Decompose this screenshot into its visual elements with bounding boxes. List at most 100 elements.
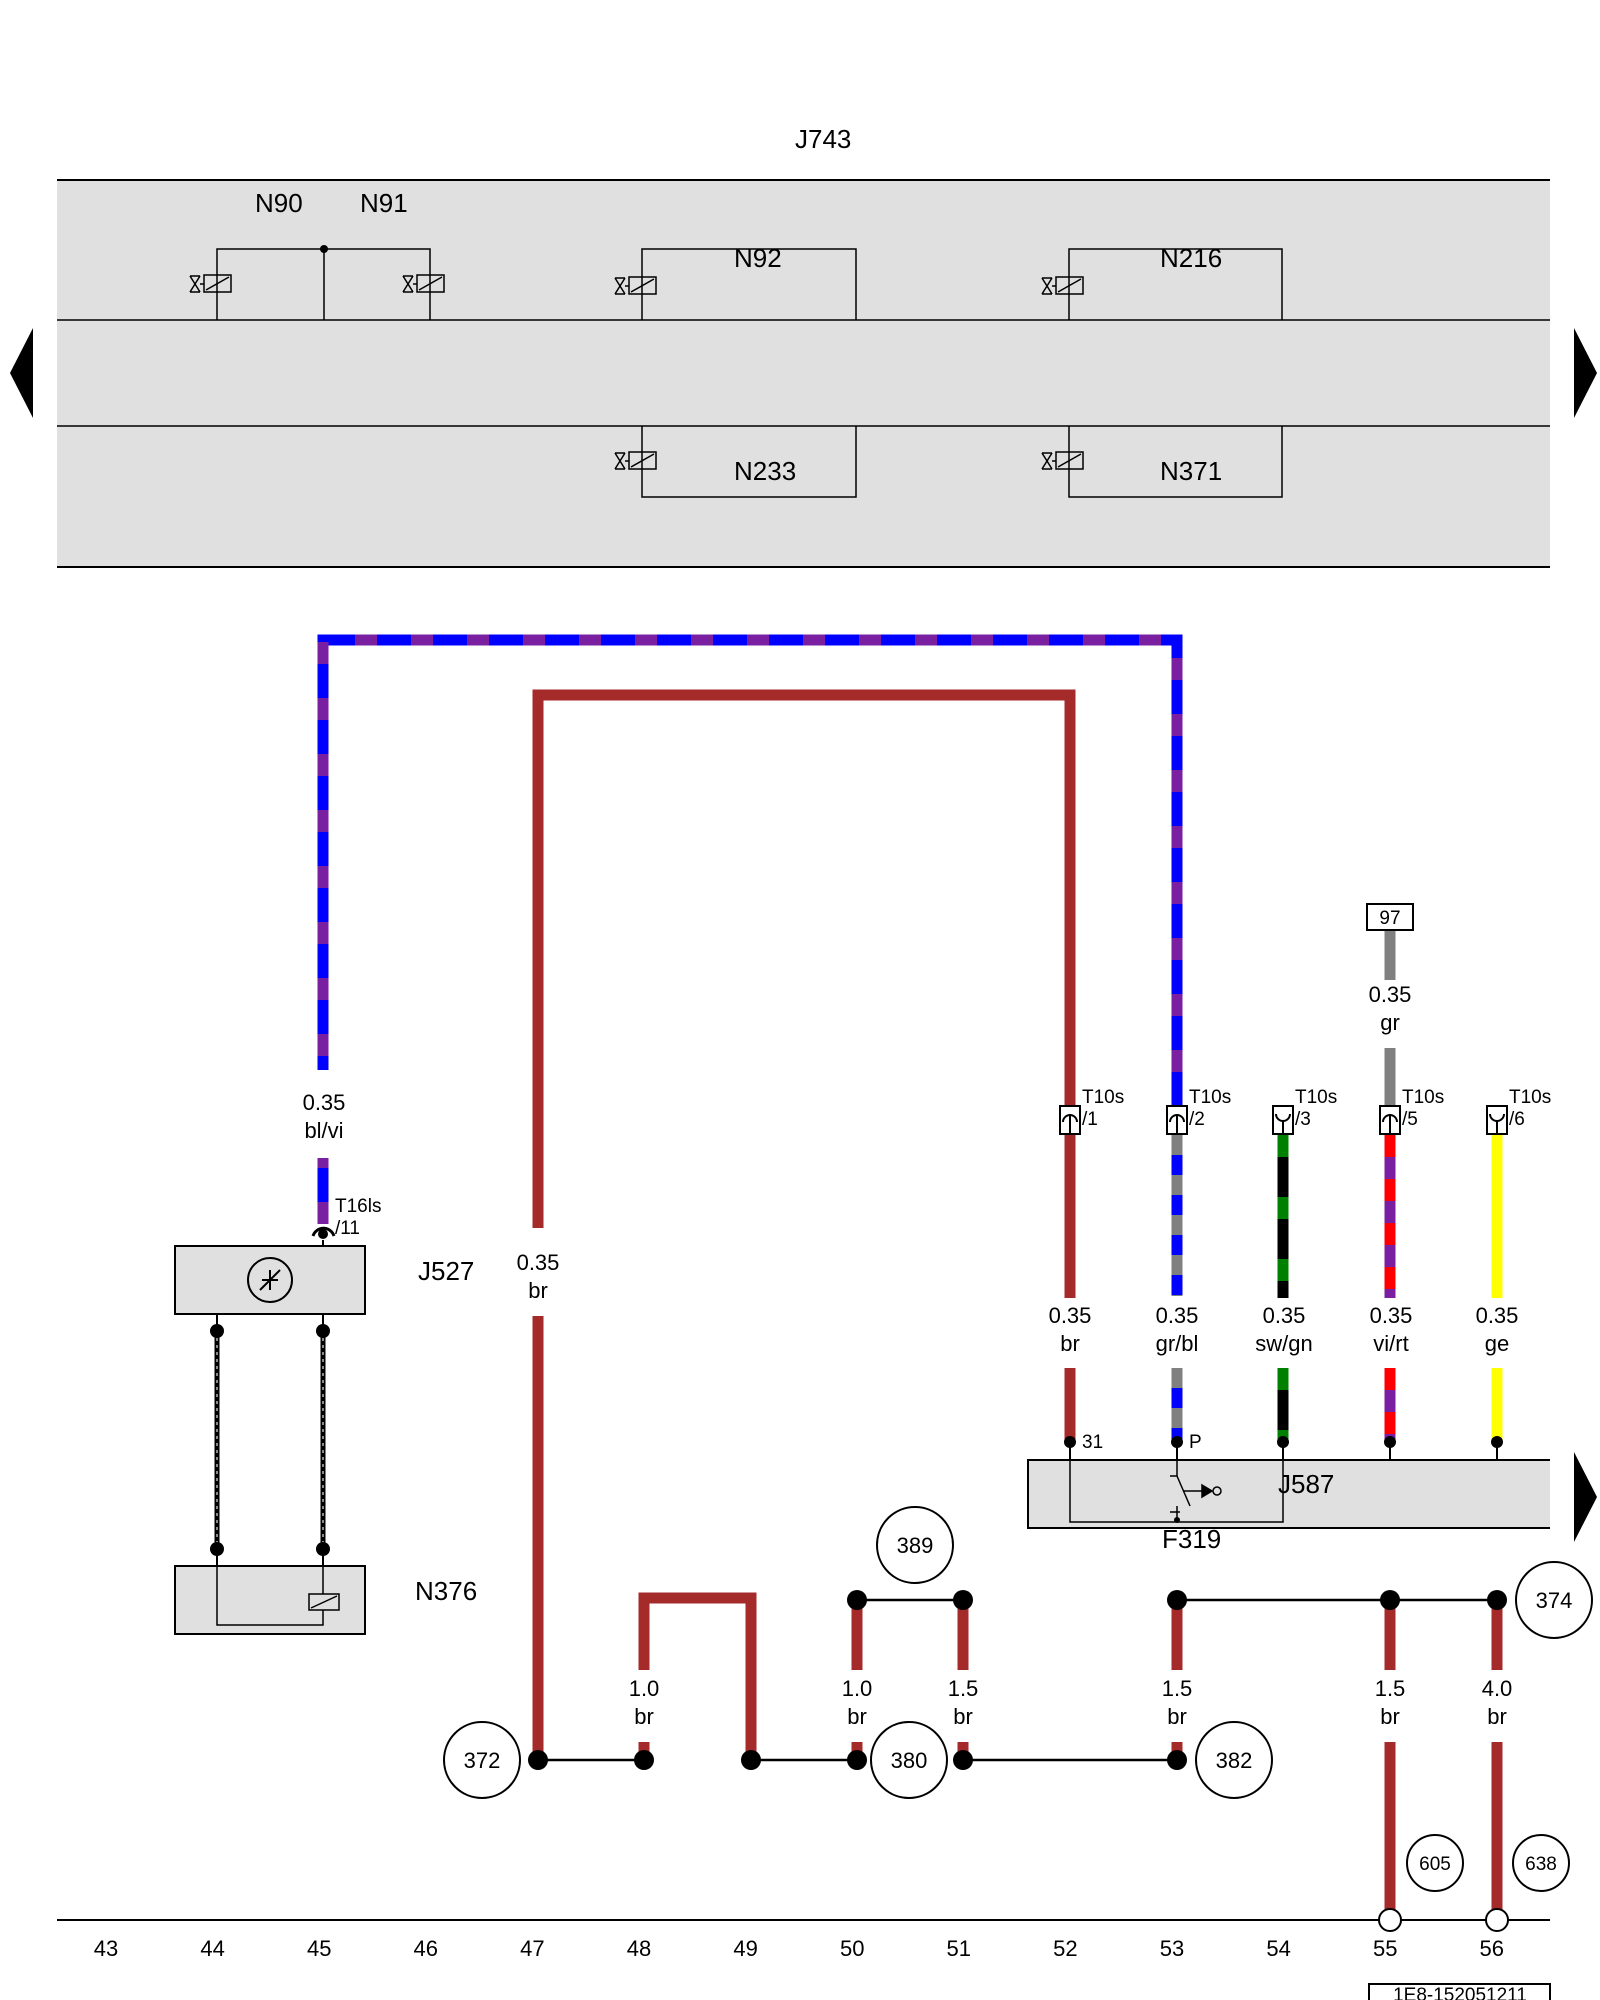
- wire-size-label: 1.0: [842, 1676, 873, 1701]
- bus-lines: [538, 1598, 1497, 1762]
- track-number: 44: [200, 1936, 224, 1961]
- junction-dot: [1174, 1517, 1180, 1523]
- reference-label-374: 374: [1536, 1588, 1573, 1613]
- wire-color-label: br: [847, 1704, 867, 1729]
- valve-circuit-n92: [641, 248, 857, 320]
- doc-code-frame: [1368, 1983, 1551, 2000]
- connector-t10-5: [1379, 1105, 1401, 1135]
- connector-pin-t10: /1: [1082, 1109, 1098, 1130]
- wire-size-label: 1.5: [948, 1676, 979, 1701]
- module-label-j743: J743: [795, 124, 851, 154]
- solenoid-valve-icon: [614, 276, 657, 295]
- junction-dot: [320, 245, 328, 253]
- track-number: 47: [520, 1936, 544, 1961]
- connector-label-t16: T16ls: [335, 1196, 381, 1217]
- track-number: 52: [1053, 1936, 1077, 1961]
- j587-pin-dots: [1064, 1436, 1503, 1448]
- wire-size-label: 0.35: [1156, 1303, 1199, 1328]
- wire-color-label: bl/vi: [304, 1118, 343, 1143]
- component-label-f319: F319: [1162, 1524, 1221, 1554]
- reference-label-382: 382: [1216, 1748, 1253, 1773]
- solenoid-valve-icon: [189, 274, 232, 293]
- wire-color-label: vi/rt: [1373, 1331, 1408, 1356]
- pin-label-31: 31: [1082, 1432, 1103, 1453]
- wire-color-label: br: [1060, 1331, 1080, 1356]
- connector-t10-1: [1059, 1105, 1081, 1135]
- wire-size-label: 0.35: [1476, 1303, 1519, 1328]
- solenoid-valve-icon: [614, 451, 657, 470]
- next-page-arrow-icon[interactable]: [1574, 328, 1597, 418]
- continuation-arrow-icon[interactable]: [1574, 1452, 1597, 1542]
- wire-color-label: br: [528, 1278, 548, 1303]
- track-number: 53: [1160, 1936, 1184, 1961]
- connector-t16-icon: [311, 1226, 336, 1237]
- connector-label-t10: T10s: [1509, 1087, 1551, 1108]
- connector-pin-dot: [318, 1229, 328, 1239]
- ground-point: [1378, 1908, 1402, 1932]
- wire-size-label: 0.35: [1370, 1303, 1413, 1328]
- wire-color-label: br: [1380, 1704, 1400, 1729]
- wire-color-label: gr: [1380, 1010, 1400, 1035]
- valve-label-n371: N371: [1160, 456, 1222, 486]
- reference-label-605: 605: [1419, 1854, 1451, 1875]
- wire-size-label: 1.5: [1375, 1676, 1406, 1701]
- reference-label-372: 372: [464, 1748, 501, 1773]
- prev-page-arrow-icon[interactable]: [10, 328, 33, 418]
- component-j587: [1028, 1460, 1550, 1528]
- ground-point: [1485, 1908, 1509, 1932]
- wire-size-label: 0.35: [517, 1250, 560, 1275]
- track-number: 51: [947, 1936, 971, 1961]
- connector-pin-t10: /2: [1189, 1109, 1205, 1130]
- valve-label-n90: N90: [255, 188, 303, 218]
- wire-color-label: br: [1487, 1704, 1507, 1729]
- solenoid-valve-icon: [1041, 276, 1084, 295]
- label-masks: [270, 980, 1537, 1742]
- wire-bl-vi: [317, 634, 1183, 1296]
- component-label-n376: N376: [415, 1576, 477, 1606]
- wire-color-label: br: [953, 1704, 973, 1729]
- reference-label-380: 380: [891, 1748, 928, 1773]
- track-number: 46: [414, 1936, 438, 1961]
- track-number: 48: [627, 1936, 651, 1961]
- valve-label-n233: N233: [734, 456, 796, 486]
- wire-size-label: 0.35: [1369, 982, 1412, 1007]
- reference-label-638: 638: [1525, 1854, 1557, 1875]
- valve-label-n91: N91: [360, 188, 408, 218]
- wire-color-label: br: [634, 1704, 654, 1729]
- track-number: 49: [733, 1936, 757, 1961]
- wire-size-label: 0.35: [1263, 1303, 1306, 1328]
- wire-color-label: br: [1167, 1704, 1187, 1729]
- connector-pin-t16: /11: [335, 1218, 360, 1239]
- track-number: 55: [1373, 1936, 1397, 1961]
- valve-circuit-n216: [1068, 248, 1283, 320]
- wire-size-label: 4.0: [1482, 1676, 1513, 1701]
- pin-label-p: P: [1189, 1432, 1202, 1453]
- doc-code: 1E8-152051211: [1393, 1985, 1527, 2000]
- splice-dots: [210, 1324, 1507, 1770]
- track-number: 45: [307, 1936, 331, 1961]
- component-label-j587: J587: [1278, 1469, 1334, 1499]
- track-number: 56: [1480, 1936, 1504, 1961]
- connector-pin-t10: /5: [1402, 1109, 1418, 1130]
- wire-size-label: 1.5: [1162, 1676, 1193, 1701]
- connector-t10-2: [1166, 1105, 1188, 1135]
- reference-label-389: 389: [897, 1533, 934, 1558]
- wire-j527-n376: [214, 1331, 326, 1549]
- valve-label-n92: N92: [734, 243, 782, 273]
- wire-color-label: sw/gn: [1255, 1331, 1312, 1356]
- connector-pin-t10: /6: [1509, 1109, 1525, 1130]
- connector-label-t10: T10s: [1402, 1087, 1444, 1108]
- steering-sensor-icon: [259, 1269, 281, 1291]
- wire-br-loop: [532, 689, 1076, 1760]
- track-number: 43: [94, 1936, 118, 1961]
- reference-box-97: [1366, 903, 1414, 931]
- connector-label-t10: T10s: [1295, 1087, 1337, 1108]
- reference-label-97: 97: [1379, 908, 1400, 929]
- connector-t10-6: [1486, 1105, 1508, 1135]
- connector-label-t10: T10s: [1189, 1087, 1231, 1108]
- wire-color-label: ge: [1485, 1331, 1509, 1356]
- connector-t10-3: [1272, 1105, 1294, 1135]
- component-j587-border: [1027, 1459, 1550, 1529]
